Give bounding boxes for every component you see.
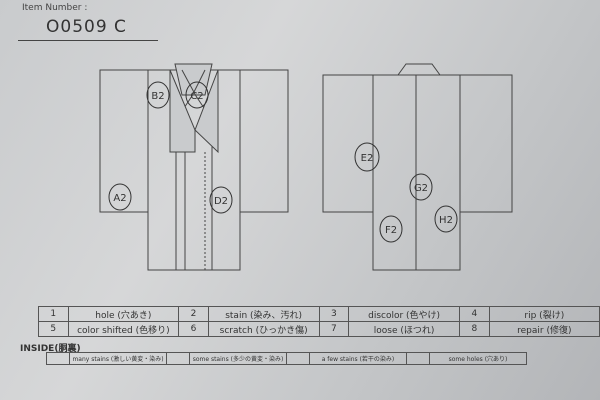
front-mark-d2	[209, 186, 233, 214]
legend-number: 6	[178, 321, 209, 337]
inside-option: a few stains (若干の染み)	[309, 352, 407, 365]
back-mark-label: F2	[385, 225, 397, 236]
back-mark-e2	[354, 142, 380, 172]
legend-number: 1	[38, 306, 69, 322]
inside-option: some stains (多少の黄変・染み)	[189, 352, 287, 365]
front-mark-label: D2	[214, 196, 228, 207]
inside-option: some holes (穴あり)	[429, 352, 527, 365]
back-mark-labels: E2 G2 F2 H2	[361, 153, 453, 236]
back-damage-marks	[354, 142, 458, 243]
legend-description: scratch (ひっかき傷)	[207, 321, 320, 337]
legend-number: 8	[459, 321, 490, 337]
back-mark-h2	[434, 205, 458, 233]
legend-number: 2	[178, 306, 209, 322]
legend-number: 4	[459, 306, 490, 322]
inside-condition-table: many stains (激しい黄変・染み) some stains (多少の黄…	[46, 352, 527, 365]
legend-row: 1 hole (穴あき) 2 stain (染み、汚れ) 3 discolor …	[38, 306, 600, 322]
front-kimono-diagram	[99, 63, 289, 271]
back-mark-g2	[409, 173, 433, 201]
back-mark-label: H2	[439, 215, 453, 226]
back-mark-label: G2	[414, 183, 428, 194]
front-mark-c2	[185, 81, 209, 109]
item-number-underline	[18, 40, 158, 41]
legend-description: hole (穴あき)	[67, 306, 180, 322]
front-mark-label: C2	[190, 91, 203, 102]
legend-number: 5	[38, 321, 69, 337]
back-mark-f2	[379, 215, 403, 243]
inside-option: many stains (激しい黄変・染み)	[69, 352, 167, 365]
legend-number: 3	[318, 306, 350, 322]
back-mark-label: E2	[361, 153, 374, 164]
front-mark-label: B2	[151, 91, 164, 102]
inside-checkbox	[166, 352, 190, 365]
item-number-label: Item Number :	[22, 3, 88, 13]
legend-description: stain (染み、汚れ)	[207, 306, 320, 322]
legend-row: 5 color shifted (色移り) 6 scratch (ひっかき傷) …	[38, 321, 600, 337]
legend-description: rip (裂け)	[488, 306, 600, 322]
legend-description: discolor (色やけ)	[348, 306, 461, 322]
inside-checkbox	[286, 352, 310, 365]
front-mark-labels: B2 C2 A2 D2	[113, 91, 228, 207]
front-mark-a2	[108, 183, 132, 211]
legend-description: repair (修復)	[488, 321, 600, 337]
front-damage-marks	[108, 81, 233, 214]
front-mark-label: A2	[113, 193, 126, 204]
damage-legend-table: 1 hole (穴あき) 2 stain (染み、汚れ) 3 discolor …	[38, 306, 600, 337]
inside-row: many stains (激しい黄変・染み) some stains (多少の黄…	[46, 352, 527, 365]
back-kimono-diagram	[322, 63, 513, 271]
legend-description: color shifted (色移り)	[67, 321, 180, 337]
inside-checkbox	[46, 352, 70, 365]
legend-number: 7	[318, 321, 350, 337]
inside-label: INSIDE(胴裏)	[20, 344, 81, 354]
legend-description: loose (ほつれ)	[348, 321, 461, 337]
item-number-value: O0509 C	[46, 17, 127, 37]
inside-checkbox	[406, 352, 430, 365]
front-mark-b2	[146, 81, 170, 109]
